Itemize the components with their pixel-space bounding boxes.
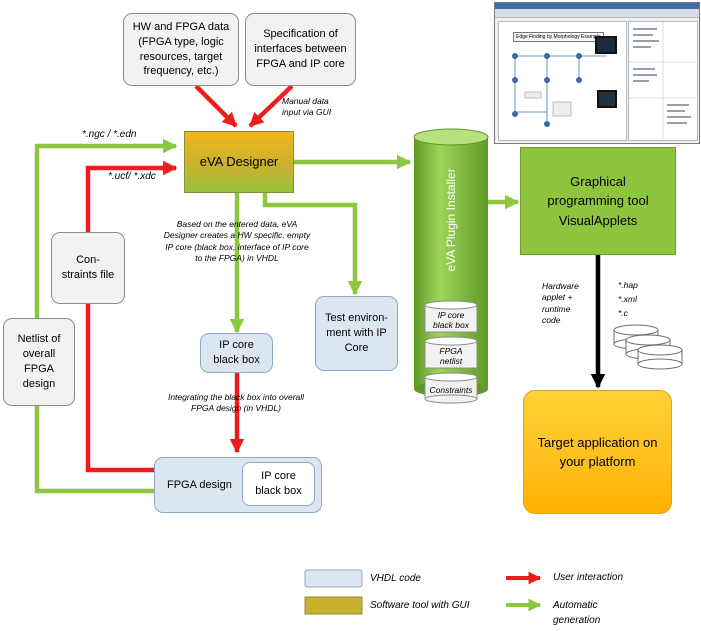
installer-item-constraints-cylinder: [424, 372, 478, 404]
hardware-applet-note: Hardware applet + runtime code: [542, 281, 579, 326]
screenshot-diagram: [512, 36, 617, 127]
installer-item-constraints: Constraints: [429, 385, 473, 395]
designer-creates-note: Based on the entered data, eVA Designer …: [163, 219, 311, 264]
screenshot-canvas: Edge Finding by Morphology Example: [498, 21, 627, 141]
constraints-file-box: Con-straints file: [51, 232, 125, 304]
screenshot-toolbar: [495, 9, 699, 18]
arrow-hw-to-designer: [194, 84, 238, 128]
interface-spec-box: Specification of interfaces between FPGA…: [245, 13, 356, 86]
interface-spec-text: Specification of interfaces between FPGA…: [254, 28, 347, 70]
screenshot-side-panel: [628, 21, 698, 141]
legend-vhdl-swatch: [304, 569, 363, 588]
test-environment-box: Test environ-ment with IP Core: [315, 296, 398, 371]
installer-item-ip-core: IP core black box: [433, 310, 469, 331]
fpga-design-inner-box: IP core black box: [242, 462, 315, 506]
legend-vhdl-label: VHDL code: [370, 573, 421, 584]
test-environment-text: Test environ-ment with IP Core: [325, 312, 388, 354]
legend-automatic-label: Automatic generation: [553, 600, 601, 626]
target-application-text: Target application on your platform: [537, 434, 658, 470]
visualapplets-box: Graphical programming tool VisualApplets: [520, 147, 676, 255]
screenshot-titlebar: [495, 3, 699, 9]
visualapplets-screenshot: Edge Finding by Morphology Example: [494, 2, 700, 144]
fpga-design-inner-text: IP core black box: [255, 470, 302, 497]
ip-core-black-box: IP core black box: [200, 333, 273, 373]
eva-designer-title: eVA Designer: [199, 154, 279, 170]
constraints-file-text: Con-straints file: [61, 254, 115, 281]
ngc-edn-label: *.ngc / *.edn: [82, 129, 137, 140]
installer-item-netlist: FPGA netlist: [439, 346, 463, 367]
manual-input-note: Manual data input via GUI: [282, 96, 332, 118]
plugin-installer-title: eVA Plugin Installer: [444, 168, 458, 272]
arrow-spec-to-designer: [248, 84, 294, 128]
file-types-note: *.hap *.xml *.c: [618, 280, 638, 319]
arrow-ucf-to-designer: [85, 160, 178, 473]
netlist-box: Netlist of overall FPGA design: [3, 318, 75, 406]
legend-user-interaction-label: User interaction: [553, 572, 624, 583]
hw-fpga-data-text: HW and FPGA data (FPGA type, logic resou…: [132, 20, 230, 78]
ip-core-black-box-text: IP core black box: [213, 339, 260, 366]
visualapplets-text: Graphical programming tool VisualApplets: [547, 173, 649, 228]
ucf-xdc-label: *.ucf/ *.xdc: [108, 171, 156, 182]
installer-item-netlist-cylinder: [424, 336, 478, 369]
arrow-designer-to-test: [262, 193, 363, 296]
legend-software-label: Software tool with GUI: [370, 600, 470, 611]
target-application-box: Target application on your platform: [523, 390, 672, 514]
installer-item-ip-core-cylinder: [424, 300, 478, 333]
fpga-design-text: FPGA design: [167, 478, 232, 491]
netlist-text: Netlist of overall FPGA design: [17, 333, 61, 390]
integrating-note: Integrating the black box into overall F…: [167, 392, 305, 414]
eva-designer-box: eVA Designer: [184, 131, 294, 193]
legend-software-swatch: [304, 596, 363, 615]
hw-fpga-data-box: HW and FPGA data (FPGA type, logic resou…: [123, 13, 239, 86]
output-files-disks-icon: [613, 324, 683, 370]
screenshot-side-panel-lines: [629, 22, 697, 140]
